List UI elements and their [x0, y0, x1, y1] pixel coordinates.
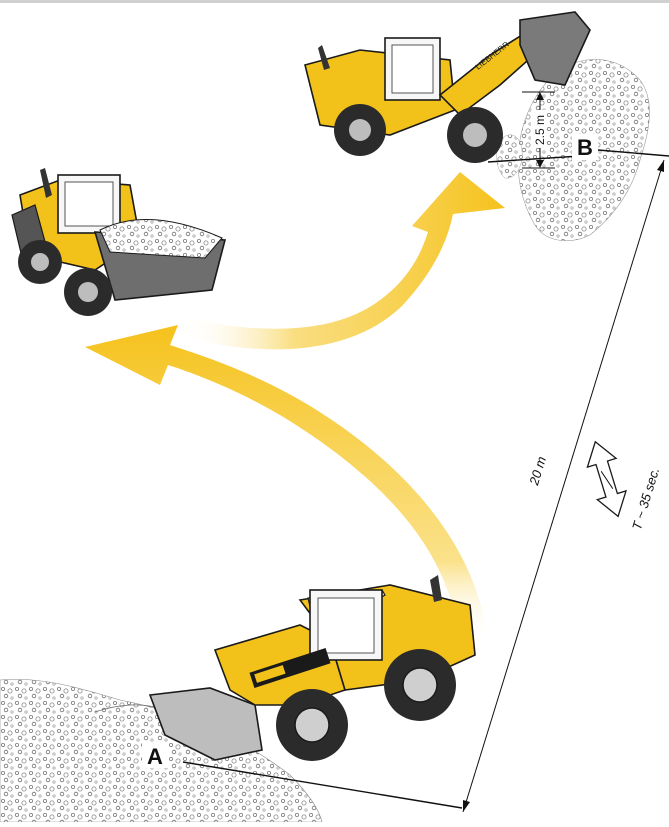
wheel-loader-carrying: [12, 168, 225, 316]
top-divider: [0, 0, 669, 3]
wheel-loader-digging: [150, 575, 475, 761]
cycle-time-label: T ~ 35 sec.: [629, 466, 662, 532]
distance-dimension: 20 m: [463, 160, 664, 812]
point-b-label: B: [577, 135, 593, 160]
move-arrow-to-dump: [180, 172, 505, 349]
lift-height-label: 2.5 m: [533, 115, 547, 145]
move-arrow-to-carry: [85, 325, 487, 640]
point-a-label: A: [147, 744, 163, 769]
double-arrow-icon: [581, 437, 632, 520]
